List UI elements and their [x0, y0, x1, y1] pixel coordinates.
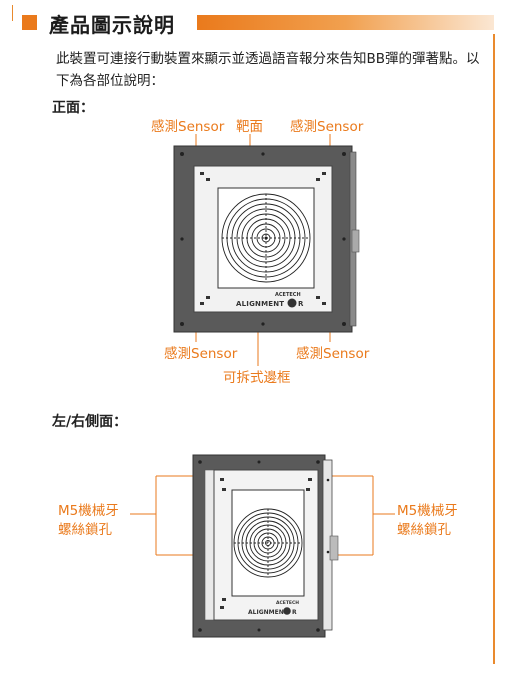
label-right-screw-line2: 螺絲鎖孔 [397, 522, 451, 538]
product-logo-suffix: R [298, 300, 304, 308]
side-product-logo: ALIGNMENT [248, 609, 289, 616]
label-sensor-bottom-right: 感測Sensor [296, 346, 370, 362]
label-sensor-top-right: 感測Sensor [290, 119, 364, 135]
label-left-screw-line2: 螺絲鎖孔 [58, 522, 112, 538]
right-margin-rule [493, 34, 495, 664]
header-gradient-bar [197, 15, 494, 30]
section-header: 產品圖示說明 [22, 12, 494, 37]
intro-paragraph: 此裝置可連接行動裝置來顯示並透過語音報分來告知BB彈的彈著點。以下為各部位說明： [56, 51, 480, 89]
side-brand-logo: ACETECH [276, 600, 299, 606]
front-heading: 正面： [52, 100, 94, 116]
product-logo: ALIGNMENT [236, 300, 284, 308]
label-right-screw-line1: M5機械牙 [397, 503, 458, 519]
label-target-face: 靶面 [236, 119, 263, 135]
side-product-logo-suffix: R [292, 609, 297, 616]
page-edge-mark [12, 5, 13, 21]
header-square-icon [22, 15, 37, 30]
label-left-screw-line1: M5機械牙 [58, 503, 119, 519]
brand-logo: ACETECH [275, 292, 301, 298]
side-heading: 左/右側面： [52, 414, 128, 430]
section-title: 產品圖示說明 [49, 13, 175, 37]
label-sensor-bottom-left: 感測Sensor [164, 346, 238, 362]
label-sensor-top-left: 感測Sensor [151, 119, 225, 135]
label-removable-frame: 可拆式邊框 [223, 370, 291, 386]
